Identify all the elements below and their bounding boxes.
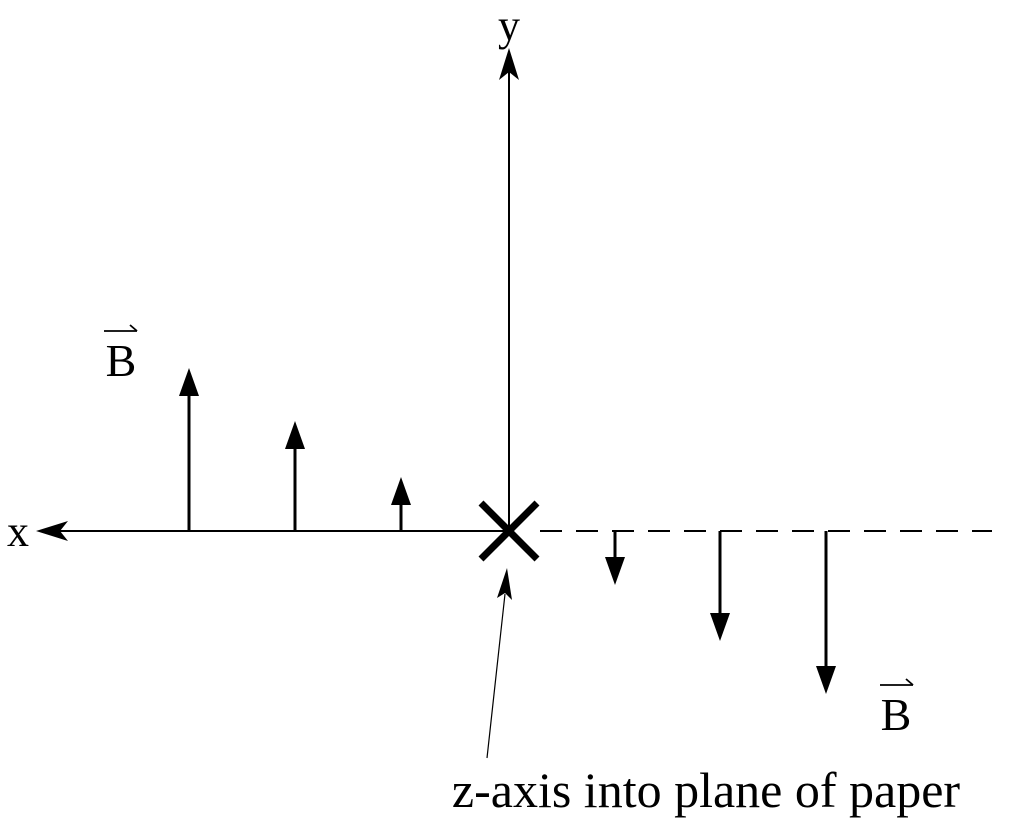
vector-arrow-icon	[104, 324, 138, 332]
b-field-label-right: B	[880, 678, 914, 740]
x-axis-arrowhead	[36, 521, 68, 541]
y-axis-label: y	[498, 1, 520, 50]
y-axis-arrowhead	[499, 48, 519, 80]
x-axis-label: x	[7, 507, 29, 556]
caption-pointer-arrow	[486, 568, 512, 759]
field-vector	[285, 421, 305, 531]
field-vector	[816, 531, 836, 694]
z-axis-caption: z-axis into plane of paper	[452, 762, 960, 818]
y-axis	[499, 48, 519, 531]
b-field-label-left: B	[104, 324, 138, 386]
field-vector	[391, 477, 411, 531]
origin-cross-marker	[478, 500, 540, 562]
vector-arrow-icon	[880, 678, 914, 686]
field-vector	[710, 531, 730, 641]
field-vector	[179, 368, 199, 531]
b-field-text: B	[881, 689, 912, 740]
field-vector	[605, 531, 625, 585]
x-axis	[36, 521, 509, 541]
b-field-text: B	[106, 335, 137, 386]
